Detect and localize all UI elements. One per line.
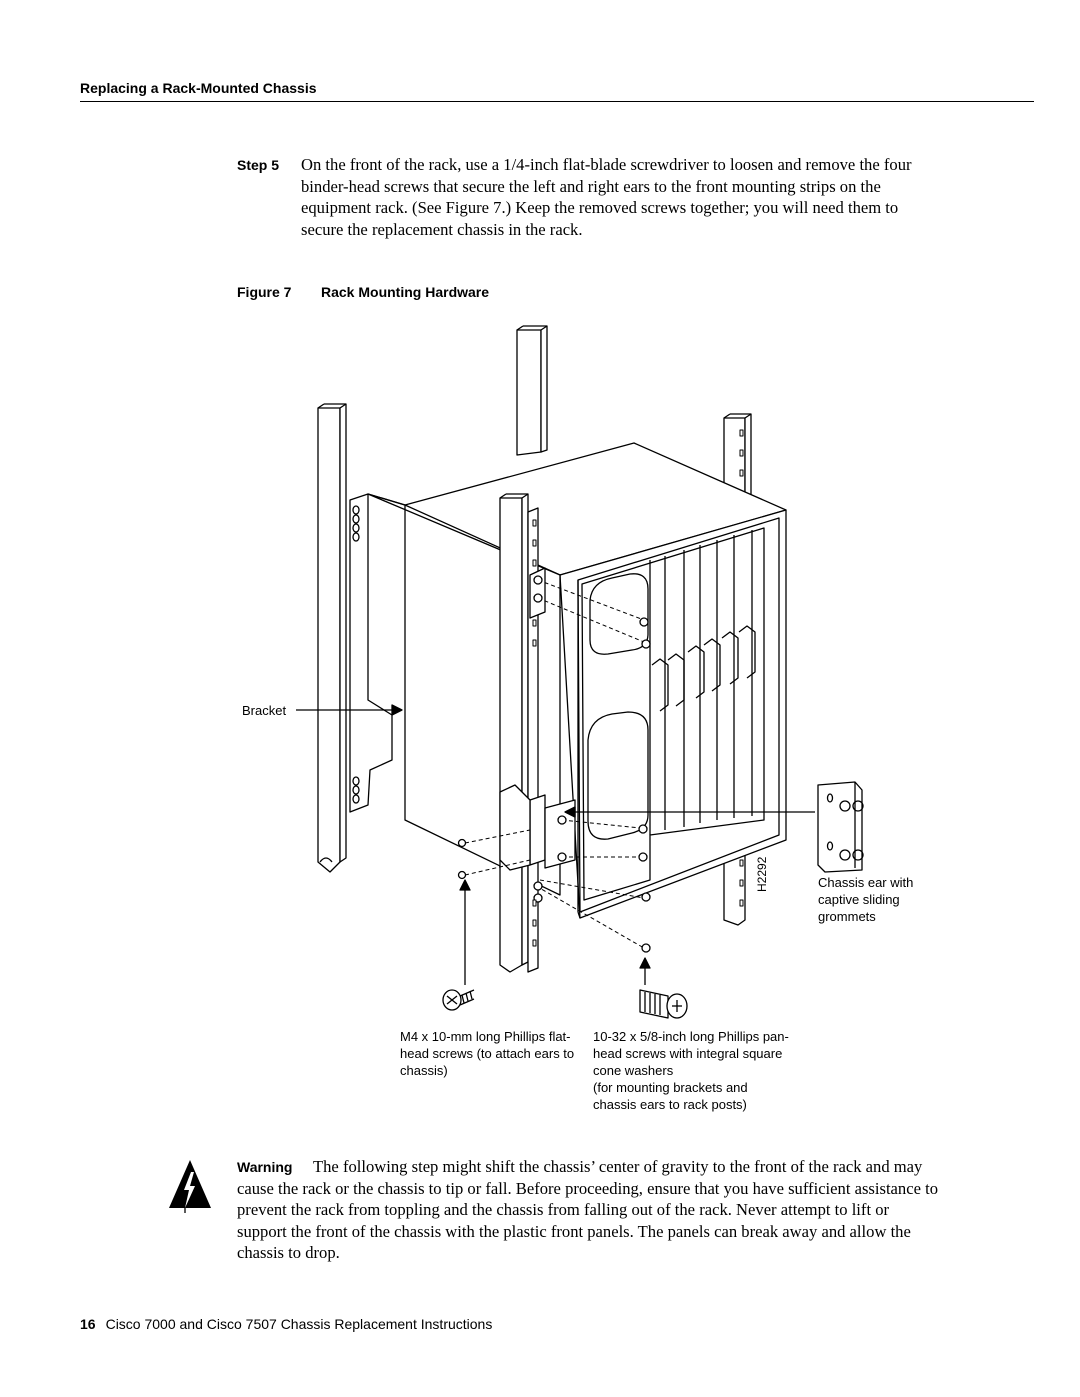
warning-text: The following step might shift the chass… (237, 1157, 938, 1262)
front-rack-post-left (317, 403, 347, 873)
section-header: Replacing a Rack-Mounted Chassis (80, 80, 317, 96)
rear-rack-post-top (516, 325, 548, 456)
m4-screw-illustration (442, 989, 475, 1011)
figure-title: Rack Mounting Hardware (321, 284, 490, 300)
warning-label: Warning (237, 1159, 293, 1175)
figure-number: Figure 7 (237, 284, 292, 300)
pan-screws-label: 10-32 x 5/8-inch long Phillips pan-head … (593, 1029, 789, 1078)
chassis-ear-mounted (499, 567, 576, 871)
figure-caption: Figure 7 Rack Mounting Hardware (237, 284, 489, 300)
bracket-label: Bracket (242, 703, 287, 718)
warning-lightning-icon (169, 1160, 211, 1213)
pan-head-screw-illustration (639, 989, 688, 1019)
chassis-ear-loose (817, 781, 864, 873)
header-rule (80, 101, 1034, 102)
footer-title: Cisco 7000 and Cisco 7507 Chassis Replac… (105, 1316, 493, 1332)
m4-screws-label: M4 x 10-mm long Phillips flat-head screw… (400, 1029, 575, 1078)
step-label: Step 5 (237, 157, 280, 173)
step-text: On the front of the rack, use a 1/4-inch… (301, 155, 912, 239)
page-number: 16 (80, 1316, 96, 1332)
page-footer: 16 Cisco 7000 and Cisco 7507 Chassis Repl… (80, 1316, 492, 1332)
front-rack-post-right (499, 493, 539, 973)
pan-screws-note: (for mounting brackets and chassis ears … (593, 1080, 748, 1112)
figure-id-code: H2292 (755, 856, 769, 892)
chassis-ear-label: Chassis ear with captive sliding grommet… (818, 875, 914, 924)
